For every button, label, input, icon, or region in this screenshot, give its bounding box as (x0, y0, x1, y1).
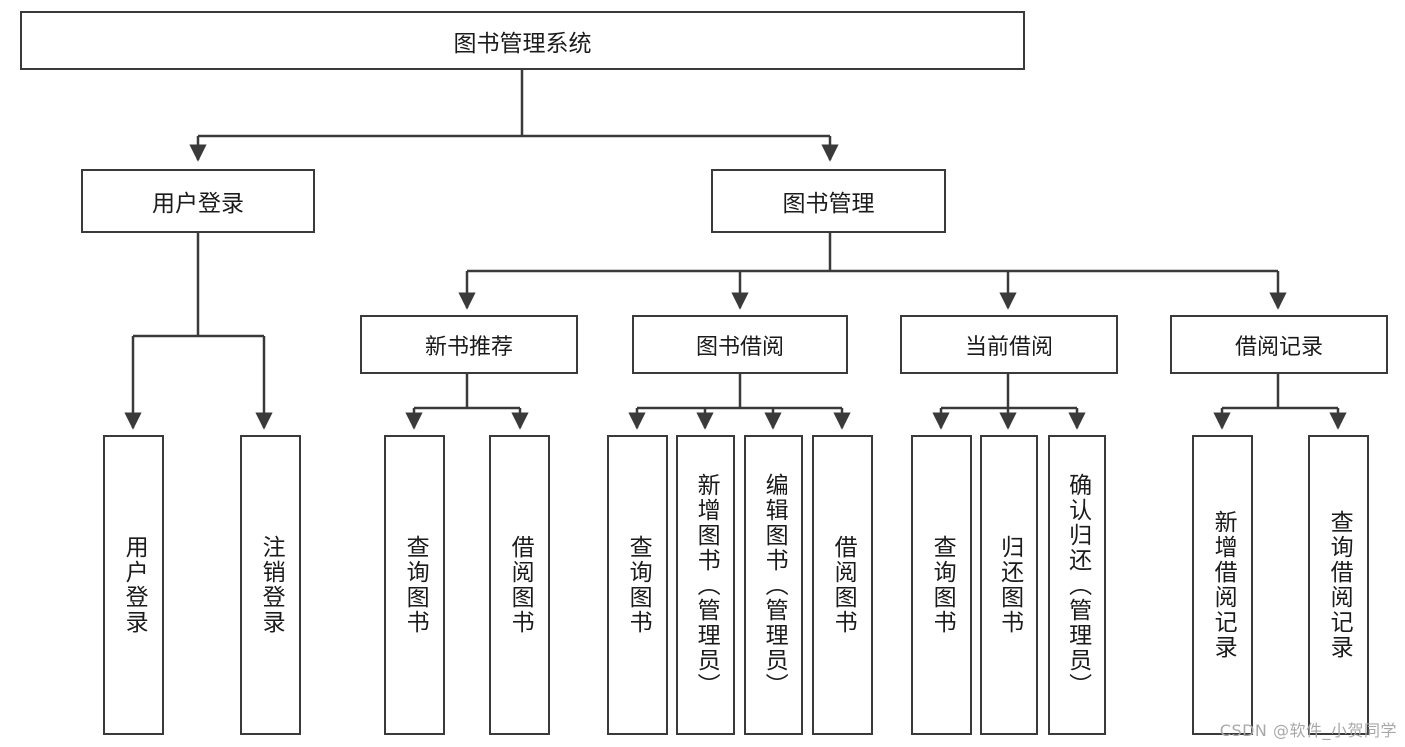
leaf-current-confirm-return-admin[interactable]: 确认归还（管理员） (1048, 435, 1106, 735)
leaf-label: 查询图书 (402, 535, 429, 635)
leaf-borrow-query-book[interactable]: 查询图书 (607, 435, 668, 735)
leaf-label: 查询图书 (929, 535, 956, 635)
node-user-login[interactable]: 用户登录 (81, 169, 315, 233)
node-borrow-record[interactable]: 借阅记录 (1170, 315, 1388, 374)
node-book-borrow[interactable]: 图书借阅 (632, 315, 848, 374)
node-root-system[interactable]: 图书管理系统 (20, 11, 1025, 70)
leaf-label: 编辑图书（管理员） (761, 472, 788, 698)
leaf-label: 用户登录 (121, 535, 148, 635)
leaf-label: 注销登录 (258, 535, 285, 635)
leaf-current-return-book[interactable]: 归还图书 (980, 435, 1038, 735)
leaf-borrow-edit-book-admin[interactable]: 编辑图书（管理员） (744, 435, 803, 735)
leaf-label: 借阅图书 (507, 535, 534, 635)
node-current-borrow[interactable]: 当前借阅 (900, 315, 1118, 374)
node-new-book-recommend[interactable]: 新书推荐 (360, 315, 578, 374)
leaf-recommend-query-book[interactable]: 查询图书 (384, 435, 445, 735)
node-book-management[interactable]: 图书管理 (711, 169, 946, 233)
leaf-label: 查询图书 (625, 535, 652, 635)
leaf-label: 查询借阅记录 (1326, 510, 1353, 660)
leaf-label: 新增借阅记录 (1210, 510, 1237, 660)
leaf-record-add-record[interactable]: 新增借阅记录 (1192, 435, 1253, 735)
leaf-current-query-book[interactable]: 查询图书 (911, 435, 972, 735)
leaf-record-query-record[interactable]: 查询借阅记录 (1308, 435, 1369, 735)
leaf-label: 新增图书（管理员） (693, 472, 720, 698)
csdn-watermark: CSDN @软件_小贺同学 (1219, 721, 1397, 740)
leaf-user-login-logout[interactable]: 注销登录 (240, 435, 301, 735)
leaf-user-login-login[interactable]: 用户登录 (103, 435, 164, 735)
leaf-borrow-borrow-book[interactable]: 借阅图书 (812, 435, 873, 735)
leaf-borrow-add-book-admin[interactable]: 新增图书（管理员） (676, 435, 735, 735)
leaf-label: 确认归还（管理员） (1064, 472, 1091, 698)
leaf-label: 借阅图书 (830, 535, 857, 635)
leaf-label: 归还图书 (996, 535, 1023, 635)
leaf-recommend-borrow-book[interactable]: 借阅图书 (489, 435, 550, 735)
